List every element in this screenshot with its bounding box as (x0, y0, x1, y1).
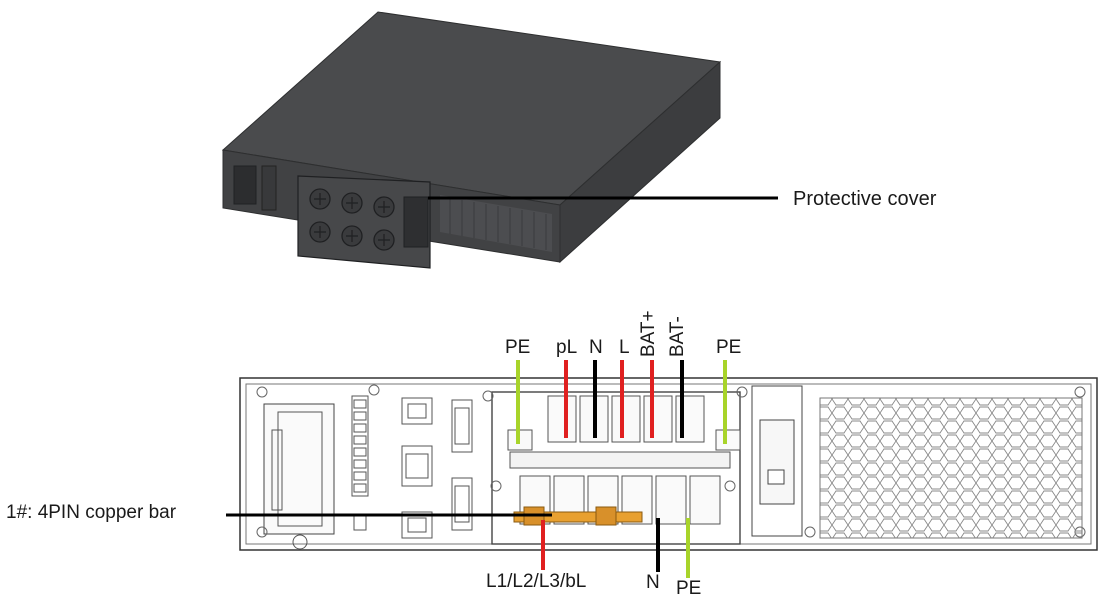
protective-cover-label: Protective cover (793, 188, 937, 210)
terminal-label-l-group: L1/L2/L3/bL (486, 571, 587, 592)
terminal-label-pl: pL (556, 337, 578, 358)
terminal-label-pe-right: PE (716, 337, 742, 358)
rear-panel (239, 377, 1098, 551)
bottom-wires (541, 518, 690, 578)
copper-bar-label: 1#: 4PIN copper bar (6, 502, 177, 523)
terminal-label-pe-left: PE (505, 337, 531, 358)
protective-cover-block (297, 175, 431, 269)
terminal-label-l: L (619, 337, 630, 358)
terminal-label-n-top: N (589, 337, 603, 358)
copper-bar (513, 506, 643, 526)
top-wires (516, 360, 727, 444)
breaker (751, 385, 803, 537)
terminal-label-bat-minus: BAT- (667, 316, 688, 357)
ups-unit-3d (221, 11, 722, 269)
terminal-label-n-bottom: N (646, 572, 660, 593)
hex-vent (819, 397, 1083, 539)
front-port-left (233, 165, 257, 205)
front-vent-grid (440, 195, 552, 252)
terminal-label-bat-plus: BAT+ (638, 310, 659, 357)
terminal-label-pe-bottom: PE (676, 578, 702, 599)
dip-switch-strip (351, 395, 369, 531)
